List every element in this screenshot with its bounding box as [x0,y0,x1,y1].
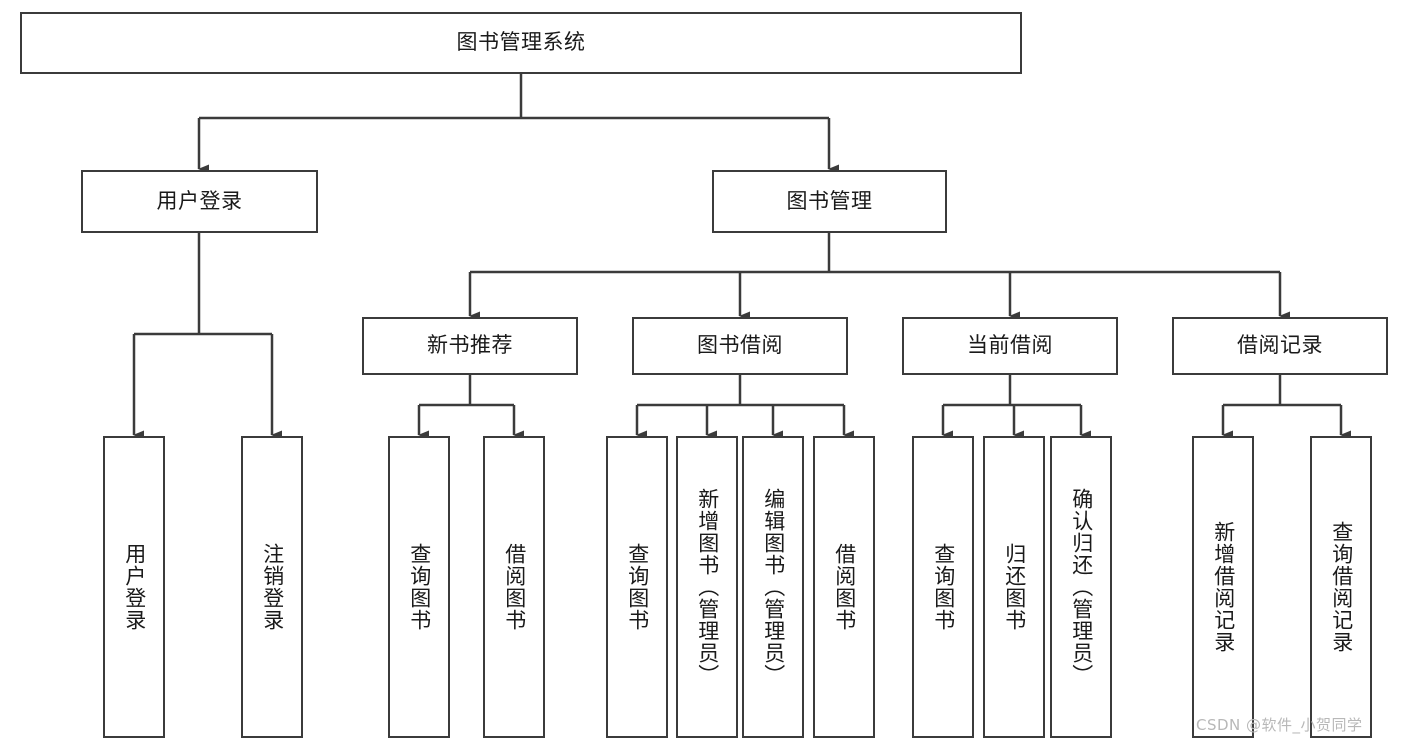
node-label: 用户登录 [156,188,243,213]
node-label: 新增借阅记录 [1211,521,1236,653]
node-label: 归还图书 [1002,543,1027,631]
node-label: 编辑图书（管理员） [761,488,786,686]
node-leaf-logout[interactable]: 注销登录 [241,436,303,738]
node-leaf-query-book-c[interactable]: 查询图书 [912,436,974,738]
node-leaf-user-login[interactable]: 用户登录 [103,436,165,738]
node-label: 查询图书 [931,543,956,631]
node-leaf-edit-book[interactable]: 编辑图书（管理员） [742,436,804,738]
node-user-login[interactable]: 用户登录 [81,170,318,233]
node-label: 查询图书 [407,543,432,631]
node-book-borrow[interactable]: 图书借阅 [632,317,848,375]
node-leaf-borrow-book-b[interactable]: 借阅图书 [813,436,875,738]
node-borrow-record[interactable]: 借阅记录 [1172,317,1388,375]
connector-group [132,74,1351,440]
node-label: 借阅记录 [1237,333,1323,358]
node-label: 新书推荐 [427,333,513,358]
node-book-manage[interactable]: 图书管理 [712,170,947,233]
node-label: 注销登录 [260,543,285,631]
node-leaf-add-book[interactable]: 新增图书（管理员） [676,436,738,738]
node-label: 借阅图书 [832,543,857,631]
node-label: 用户登录 [122,543,147,631]
node-label: 借阅图书 [502,543,527,631]
node-label: 查询图书 [625,543,650,631]
node-label: 当前借阅 [967,333,1053,358]
node-current-borrow[interactable]: 当前借阅 [902,317,1118,375]
node-label: 图书借阅 [697,333,783,358]
node-leaf-confirm-return[interactable]: 确认归还（管理员） [1050,436,1112,738]
node-label: 查询借阅记录 [1329,521,1354,653]
node-leaf-query-record[interactable]: 查询借阅记录 [1310,436,1372,738]
node-leaf-add-record[interactable]: 新增借阅记录 [1192,436,1254,738]
node-label: 图书管理 [786,188,873,213]
node-label: 图书管理系统 [456,30,586,55]
node-label: 确认归还（管理员） [1069,488,1094,686]
node-new-book-rec[interactable]: 新书推荐 [362,317,578,375]
node-label: 新增图书（管理员） [695,488,720,686]
node-leaf-return-book[interactable]: 归还图书 [983,436,1045,738]
node-leaf-query-book-a[interactable]: 查询图书 [388,436,450,738]
node-leaf-borrow-book-a[interactable]: 借阅图书 [483,436,545,738]
node-root[interactable]: 图书管理系统 [20,12,1022,74]
node-leaf-query-book-b[interactable]: 查询图书 [606,436,668,738]
